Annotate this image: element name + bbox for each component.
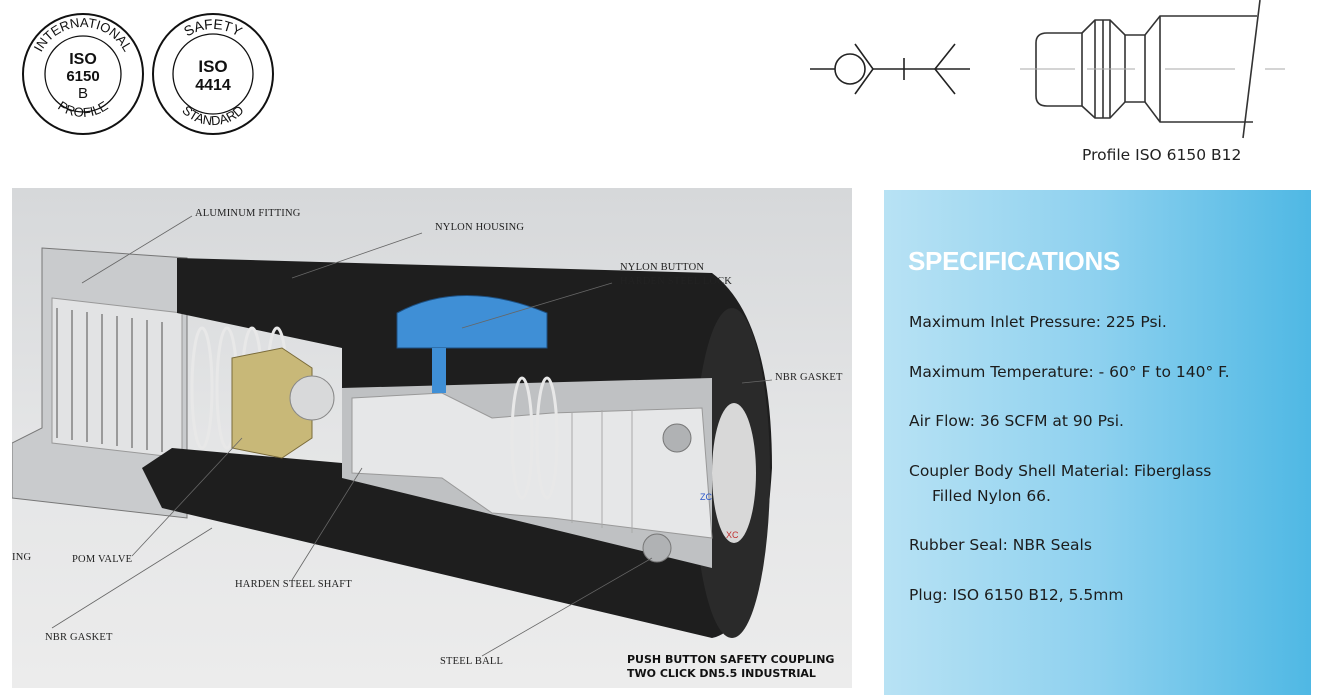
label-aluminum-fitting: ALUMINUM FITTING	[195, 208, 301, 219]
label-nbr-gasket: NBR GASKET	[45, 632, 113, 643]
svg-text:STANDARD: STANDARD	[179, 102, 246, 128]
stamp-center-line: ISO	[69, 51, 97, 68]
iso-4414-safety-stamp: SAFETY STANDARD ISO 4414	[152, 13, 274, 135]
caption-line: TWO CLICK DN5.5 INDUSTRIAL	[627, 667, 816, 680]
spec-item: Coupler Body Shell Material: Fiberglass …	[909, 459, 1211, 509]
product-caption: PUSH BUTTON SAFETY COUPLING TWO CLICK DN…	[627, 653, 834, 681]
caption-line: PUSH BUTTON SAFETY COUPLING	[627, 653, 835, 666]
spec-item: Plug: ISO 6150 B12, 5.5mm	[909, 586, 1124, 604]
spec-item-line: Coupler Body Shell Material: Fiberglass	[909, 462, 1212, 480]
svg-text:XC: XC	[726, 530, 739, 540]
label-nylon-button: NYLON BUTTON	[620, 262, 705, 273]
iso-6150-profile-stamp: INTERNATIONAL PROFILE ISO 6150 B	[22, 13, 144, 135]
spec-item: Maximum Inlet Pressure: 225 Psi.	[909, 313, 1167, 331]
label-pom-valve: POM VALVE	[72, 554, 133, 565]
spec-item: Air Flow: 36 SCFM at 90 Psi.	[909, 412, 1124, 430]
stamp-center-line: 6150	[66, 68, 99, 85]
coupling-schematic-symbol	[810, 43, 970, 95]
svg-text:PROFILE: PROFILE	[55, 98, 110, 120]
profile-caption: Profile ISO 6150 B12	[1082, 146, 1242, 164]
coupling-cutaway-illustration: ZC XC ALUMINUM FITTING NYLON HOUSING NYLO…	[12, 188, 852, 688]
label-nylon-housing: NYLON HOUSING	[435, 222, 525, 233]
label-nbr-gasket: NBR GASKET	[775, 372, 843, 383]
plug-profile-drawing	[1020, 0, 1285, 139]
stamp-center-line: 4414	[195, 77, 231, 94]
stamp-center-line: B	[78, 85, 88, 102]
label-steel-ball: STEEL BALL	[440, 656, 504, 667]
svg-text:INTERNATIONAL: INTERNATIONAL	[31, 15, 136, 54]
label-ing: ING	[12, 552, 32, 563]
svg-text:ZC: ZC	[700, 492, 712, 502]
spec-item: Rubber Seal: NBR Seals	[909, 536, 1092, 554]
stamp-center-line: ISO	[198, 57, 227, 76]
spec-item: Maximum Temperature: - 60° F to 140° F.	[909, 363, 1230, 381]
spec-item-line: Filled Nylon 66.	[932, 487, 1051, 505]
specifications-panel: SPECIFICATIONS Maximum Inlet Pressure: 2…	[884, 190, 1311, 695]
svg-text:SAFETY: SAFETY	[181, 16, 246, 40]
specifications-title: SPECIFICATIONS	[908, 246, 1121, 276]
label-harden-steel-lock: HARDEN STEEL LOCK	[620, 276, 733, 287]
label-harden-steel-shaft: HARDEN STEEL SHAFT	[235, 579, 352, 590]
